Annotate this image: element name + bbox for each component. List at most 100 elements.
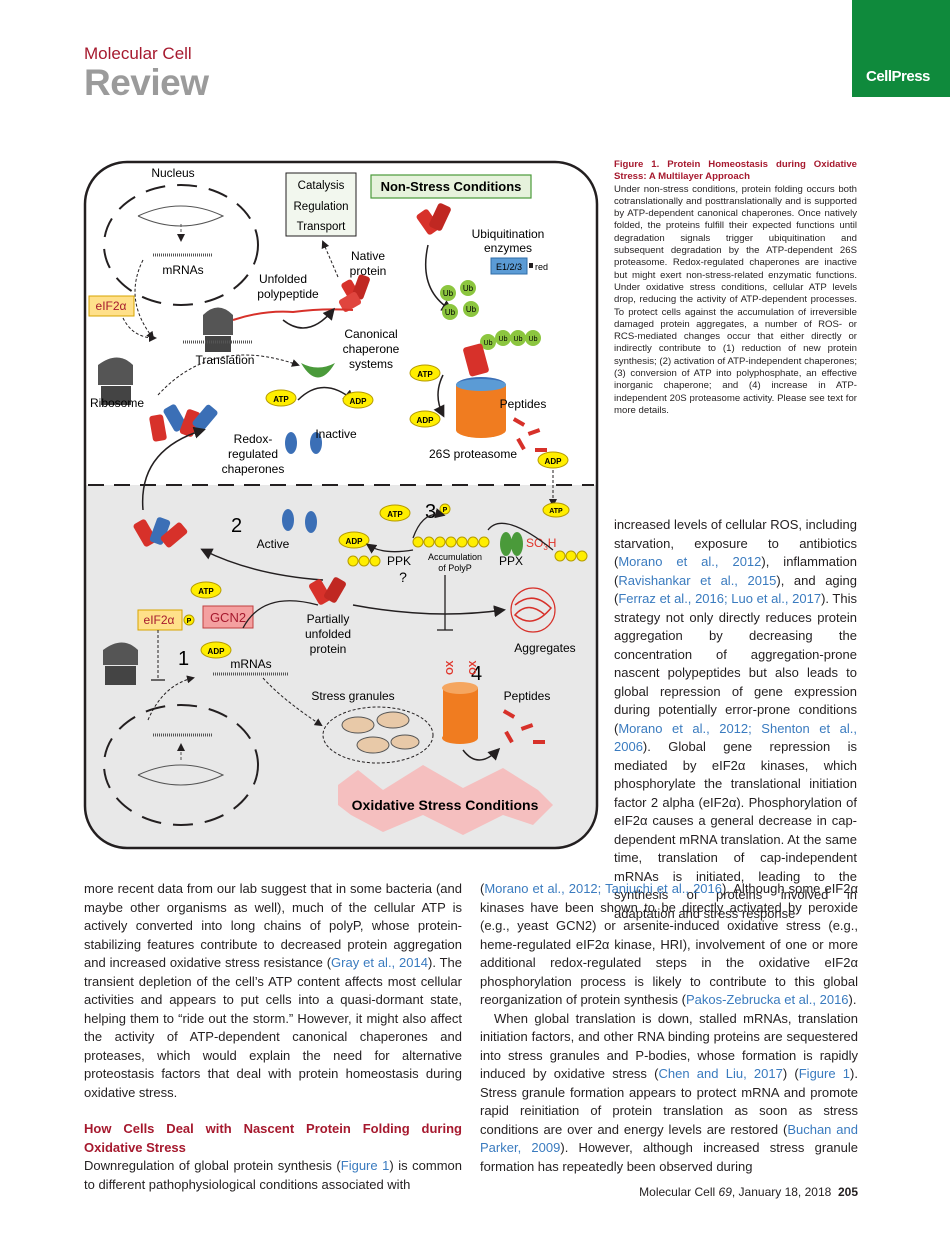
bottom-left-paragraph-1: more recent data from our lab suggest th…: [84, 881, 462, 1100]
figure-diagram: Nucleus mRNAs Catalysis Regulation Trans…: [83, 160, 599, 850]
inactive-label: Inactive: [315, 427, 357, 441]
adp-badge-4: [338, 531, 370, 549]
ref-link[interactable]: Morano et al., 2012; Shenton et al., 200…: [614, 720, 857, 755]
atp-label-3: ATP: [387, 510, 403, 519]
adp-badge: [342, 391, 374, 409]
catalysis-label: Catalysis: [298, 180, 345, 192]
active-label: Active: [257, 537, 290, 551]
ref-link[interactable]: Ferraz et al., 2016; Luo et al., 2017: [618, 591, 822, 606]
footer-date: , January 18, 2018: [731, 1185, 832, 1199]
page-footer: Molecular Cell 69, January 18, 2018 205: [639, 1185, 858, 1199]
accumulation-label-2: of PolyP: [438, 563, 472, 573]
substrate-protein: [463, 343, 489, 377]
mrnas-bottom-label: mRNAs: [230, 657, 271, 671]
native-protein-icon: [338, 274, 370, 312]
right-paragraph: increased levels of cellular ROS, includ…: [614, 517, 857, 921]
ref-link[interactable]: Buchan and Parker, 2009: [480, 1121, 858, 1156]
eif2a-arrow: [122, 317, 157, 342]
ref-link[interactable]: Ravishankar et al., 2015: [618, 572, 777, 588]
unfolded-chain: [232, 308, 354, 321]
redox-label-3: chaperones: [222, 462, 285, 476]
step-4-label: 4: [471, 663, 482, 685]
right-column-text: increased levels of cellular ROS, includ…: [614, 516, 857, 923]
canonical-label-3: systems: [349, 357, 393, 371]
eif2a-top-box: [88, 295, 135, 317]
ref-link[interactable]: Chen and Liu, 2017: [658, 1066, 783, 1081]
aggregation-arrow: [352, 604, 506, 618]
stress-granules-label: Stress granules: [311, 689, 394, 703]
translation-label: Translation: [196, 353, 255, 367]
figure-link[interactable]: Figure 1: [340, 1158, 390, 1173]
peptides-top-label: Peptides: [500, 397, 547, 411]
non-stress-box: [370, 174, 532, 199]
bottom-right-paragraph-1: (Morano et al., 2012; Taniuchi et al., 2…: [480, 881, 858, 1007]
red-marker: [529, 263, 533, 268]
ref-link[interactable]: Gray et al., 2014: [331, 955, 428, 970]
svg-text:Ub: Ub: [529, 336, 538, 343]
ppp-left: [347, 555, 381, 567]
ppp-right: [554, 550, 588, 562]
ribosome-bottom-icon: [103, 642, 138, 685]
redox-chaperone-active-icon: [133, 517, 188, 548]
atp-badge: [265, 389, 297, 407]
caption-title: Figure 1. Protein Homeostasis during Oxi…: [614, 159, 857, 183]
e123-label: E1/2/3: [496, 262, 522, 272]
active-chaperone-1: [282, 509, 294, 531]
adp-label-3: ADP: [545, 457, 563, 466]
nucleus-label: Nucleus: [151, 166, 194, 180]
e123-box: [490, 257, 528, 275]
protein-to-degrade-icon: [416, 203, 451, 235]
atp-badge-3: [379, 504, 411, 522]
ppx-label: PPX: [499, 554, 523, 568]
proteasome-label: 26S proteasome: [429, 447, 517, 461]
svg-text:Ub: Ub: [463, 284, 474, 293]
question-mark: ?: [399, 569, 407, 585]
atp-badge-5: [190, 581, 222, 599]
ref-link[interactable]: Pakos-Zebrucka et al., 2016: [685, 992, 849, 1007]
native-label-1: Native: [351, 249, 385, 263]
polyp-chain: [412, 536, 490, 548]
peptides-top-icon: [512, 417, 547, 452]
function-arrow: [321, 240, 339, 278]
atp-badge-4: [542, 502, 570, 518]
step-3-label: 3: [425, 501, 436, 523]
canonical-label-2: chaperone: [343, 342, 400, 356]
step-1-label: 1: [178, 648, 189, 670]
atp-label-5: ATP: [198, 587, 214, 596]
proteasome-icon: [456, 377, 506, 438]
figure-caption: Figure 1. Protein Homeostasis during Oxi…: [614, 159, 857, 417]
dna-top: [137, 205, 225, 227]
eif2a-bottom-box: [137, 609, 183, 631]
figure-1: Nucleus mRNAs Catalysis Regulation Trans…: [83, 160, 599, 850]
to-stress-granule-arrow: [262, 677, 323, 727]
adp-label-4: ADP: [346, 537, 364, 546]
ubiquitination-label-1: Ubiquitination: [472, 227, 545, 241]
adp-label: ADP: [350, 397, 368, 406]
adp-label-2: ADP: [417, 416, 435, 425]
cell-outline: [83, 160, 599, 850]
atp-to-polyp-arrow: [412, 508, 446, 539]
figure-link[interactable]: Figure 1: [798, 1066, 851, 1081]
proteasome-20s-icon: [442, 682, 478, 744]
redox-label-2: regulated: [228, 447, 278, 461]
redox-label-1: Redox-: [234, 432, 273, 446]
ref-link[interactable]: Morano et al., 2012; Taniuchi et al., 20…: [484, 881, 722, 896]
partially-label-1: Partially: [307, 612, 350, 626]
atp-label-2: ATP: [417, 370, 433, 379]
regulation-label: Regulation: [294, 201, 349, 213]
step-2-label: 2: [231, 515, 242, 537]
svg-text:Ub: Ub: [466, 305, 477, 314]
svg-text:Ub: Ub: [499, 336, 508, 343]
dna-bottom: [137, 764, 225, 786]
adp-badge-3: [537, 451, 569, 469]
stress-to-gcn2-arrow: [242, 600, 319, 629]
ox-label-2: OX: [468, 660, 479, 675]
ppk-label: PPK: [387, 554, 411, 568]
gcn2-label: GCN2: [210, 610, 246, 625]
ref-link[interactable]: Morano et al., 2012: [618, 554, 762, 569]
svg-text:Ub: Ub: [514, 336, 523, 343]
redox-chaperones-inactive-icon: [149, 404, 218, 442]
section-heading: How Cells Deal with Nascent Protein Fold…: [84, 1121, 462, 1155]
stress-granule-boundary: [322, 706, 434, 764]
aggregates-label: Aggregates: [514, 641, 575, 655]
